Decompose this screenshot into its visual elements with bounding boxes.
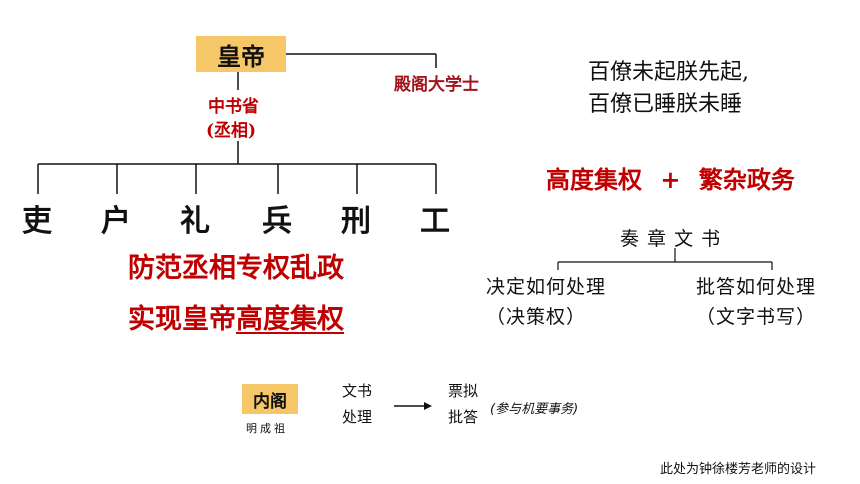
ministry-rites: 礼: [180, 204, 210, 239]
memorial-left-bottom: （决策权）: [486, 306, 587, 328]
quote-line-2: 百僚已睡朕未睡: [588, 92, 743, 117]
slogan-prefix: 实现皇帝: [128, 304, 236, 335]
secretariat-label: 中书省: [208, 97, 259, 117]
chancellor-label: (丞相): [206, 121, 257, 141]
cabinet-label: 内阁: [253, 391, 287, 412]
ministry-personnel: 吏: [22, 204, 52, 239]
summary-right: 繁杂政务: [698, 165, 795, 194]
grand-secretary-label: 殿阁大学士: [394, 75, 479, 95]
cabinet-founder: 明成祖: [246, 422, 288, 435]
memorial-left-top: 决定如何处理: [486, 276, 607, 298]
emperor-label: 皇帝: [217, 41, 265, 71]
slogan-prevent: 防范丞相专权乱政: [128, 253, 344, 284]
slogan-emphasis: 高度集权: [236, 304, 344, 335]
summary-plus: +: [660, 165, 681, 194]
summary-left: 高度集权: [546, 165, 642, 194]
ministry-revenue: 户: [101, 204, 131, 239]
slogan-centralize: 实现皇帝高度集权: [128, 297, 344, 336]
ministry-justice: 刑: [341, 204, 371, 239]
cabinet-input-line-1: 文书: [342, 382, 373, 400]
cabinet-note: (参与机要事务): [490, 402, 579, 417]
cabinet-output-line-1: 票拟: [448, 382, 479, 400]
memorial-right-top: 批答如何处理: [696, 276, 817, 298]
emperor-box: 皇帝: [196, 36, 286, 72]
cabinet-input-line-2: 处理: [342, 408, 373, 426]
quote-line-1: 百僚未起朕先起,: [588, 60, 749, 85]
ministry-works: 工: [420, 204, 450, 239]
ministry-war: 兵: [262, 204, 292, 239]
cabinet-box: 内阁: [242, 384, 298, 414]
credit-text: 此处为钟徐楼芳老师的设计: [660, 462, 817, 477]
memorial-root: 奏 章 文 书: [620, 228, 722, 250]
summary-line: 高度集权 + 繁杂政务: [546, 160, 795, 195]
cabinet-output-line-2: 批答: [448, 408, 479, 426]
memorial-right-bottom: （文字书写）: [696, 306, 817, 328]
